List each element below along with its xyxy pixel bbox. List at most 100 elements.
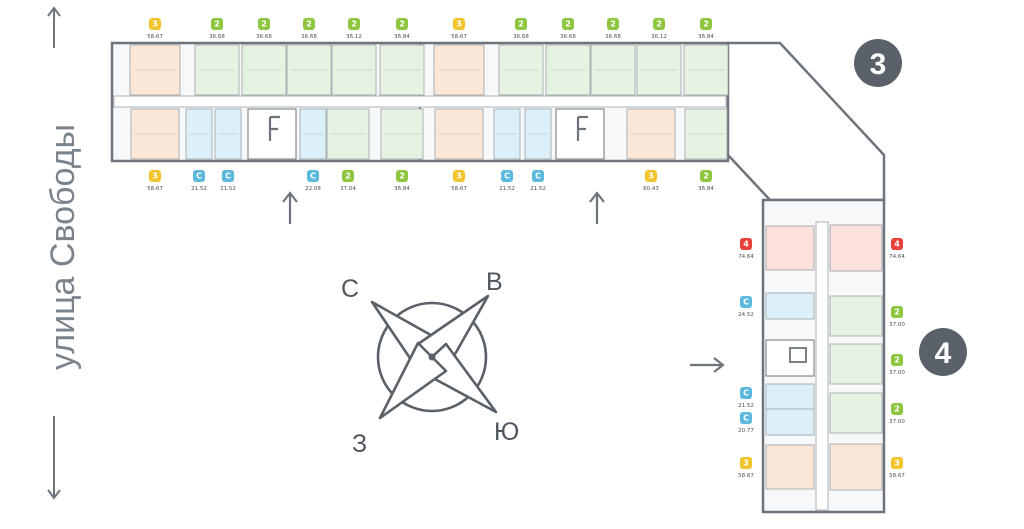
tower-left-apartment-1[interactable] <box>765 225 815 271</box>
tower-left-unit-5-type: 3 <box>743 459 749 468</box>
bottom-unit-6-marker <box>396 170 408 182</box>
tower-right-unit-4: 237.00 <box>889 403 905 425</box>
tower-left-apartment-4[interactable] <box>765 408 815 436</box>
bottom-unit-1-area: 58.67 <box>147 186 163 192</box>
building-3-badge: 3 <box>854 39 902 87</box>
bottom-row-badges: 358.67С21.52С21.52С22.08237.04236.84358.… <box>147 170 714 192</box>
bottom-unit-7-area: 58.67 <box>451 186 467 192</box>
tower-left-unit-2: С24.52 <box>738 296 754 318</box>
top-unit-9: 236.68 <box>560 18 576 40</box>
top-unit-7-type: 3 <box>456 20 462 29</box>
tower-left-unit-1-type: 4 <box>743 240 749 249</box>
top-unit-1-type: 3 <box>152 20 158 29</box>
bottom-unit-2-type: С <box>196 172 202 181</box>
top-unit-3: 236.68 <box>256 18 272 40</box>
tower-right-apartment-3[interactable] <box>829 343 883 385</box>
entrance-arrow-2 <box>589 191 605 224</box>
top-unit-1-marker <box>149 18 161 30</box>
top-unit-8-marker <box>515 18 527 30</box>
bottom-unit-2: С21.52 <box>191 170 207 192</box>
bottom-row-apartments <box>130 108 728 160</box>
street-arrow-up <box>47 6 61 48</box>
bottom-unit-11-area: 36.84 <box>698 186 714 192</box>
tower-left-unit-5: 358.67 <box>738 457 754 479</box>
top-unit-11-marker <box>653 18 665 30</box>
tower-left-unit-2-type: С <box>743 298 749 307</box>
top-row-badges: 358.67236.68236.68236.68236.12236.84358.… <box>147 18 714 40</box>
bottom-unit-11: 236.84 <box>698 170 714 192</box>
tower-left-unit-4-area: 20.77 <box>738 428 754 434</box>
top-unit-8-area: 36.68 <box>513 34 529 40</box>
bottom-unit-3-marker <box>222 170 234 182</box>
top-unit-12-type: 2 <box>703 20 709 29</box>
bottom-unit-10-marker <box>645 170 657 182</box>
tower-right-unit-1-marker <box>891 238 903 250</box>
tower-right-unit-3-type: 2 <box>894 356 900 365</box>
bottom-unit-5-area: 37.04 <box>340 186 356 192</box>
bottom-unit-8-area: 21.52 <box>499 186 515 192</box>
bottom-unit-9-marker <box>532 170 544 182</box>
tower-left-unit-5-area: 58.67 <box>738 473 754 479</box>
bottom-unit-3-type: С <box>225 172 231 181</box>
top-unit-10: 236.68 <box>605 18 621 40</box>
building-3-number: 3 <box>870 48 887 81</box>
top-unit-12-area: 36.84 <box>698 34 714 40</box>
bottom-unit-7-marker <box>453 170 465 182</box>
bottom-unit-9-type: С <box>535 172 541 181</box>
tower-right-unit-3-area: 37.00 <box>889 370 905 376</box>
tower-apartments <box>765 224 883 491</box>
tower-right-unit-4-area: 37.00 <box>889 419 905 425</box>
tower-right-unit-2-area: 37.00 <box>889 322 905 328</box>
top-unit-11: 236.12 <box>651 18 667 40</box>
tower-left-unit-1: 474.64 <box>738 238 754 260</box>
bottom-unit-9: С21.52 <box>530 170 546 192</box>
tower-left-unit-5-marker <box>740 457 752 469</box>
top-unit-11-area: 36.12 <box>651 34 667 40</box>
compass-north-label: С <box>341 275 359 303</box>
tower-left-unit-1-area: 74.64 <box>738 254 754 260</box>
tower-right-apartment-2[interactable] <box>829 295 883 337</box>
top-unit-6-marker <box>396 18 408 30</box>
bottom-unit-4-type: С <box>310 172 316 181</box>
bottom-unit-1-type: 3 <box>152 172 158 181</box>
street-name: улица Свободы <box>44 124 82 370</box>
stair-core-1 <box>247 108 297 160</box>
tower-left-apartment-3[interactable] <box>765 383 815 411</box>
top-row-apartments <box>129 44 729 96</box>
top-unit-5: 236.12 <box>346 18 362 40</box>
tower-left-apartment-5[interactable] <box>765 444 815 490</box>
top-unit-4-marker <box>303 18 315 30</box>
tower-left-unit-3-marker <box>740 387 752 399</box>
tower-left-unit-4-type: С <box>743 414 749 423</box>
tower-left-unit-1-marker <box>740 238 752 250</box>
tower-right-unit-3-marker <box>891 354 903 366</box>
top-unit-7: 358.67 <box>451 18 467 40</box>
top-unit-9-area: 36.68 <box>560 34 576 40</box>
bottom-unit-11-marker <box>700 170 712 182</box>
top-unit-4-area: 36.68 <box>301 34 317 40</box>
entrance-arrow-1 <box>282 191 298 224</box>
top-unit-2: 236.68 <box>209 18 225 40</box>
tower-right-unit-2-type: 2 <box>894 308 900 317</box>
bottom-unit-4: С22.08 <box>305 170 321 192</box>
top-unit-7-area: 58.67 <box>451 34 467 40</box>
tower-right-apartment-5[interactable] <box>829 443 883 491</box>
bottom-unit-8-type: С <box>504 172 510 181</box>
compass-rose: С В Ю З <box>341 268 519 458</box>
tower-left-apartment-2[interactable] <box>765 292 815 320</box>
tower-right-unit-5-marker <box>891 457 903 469</box>
top-unit-10-marker <box>607 18 619 30</box>
top-unit-10-area: 36.68 <box>605 34 621 40</box>
top-unit-6-area: 36.84 <box>394 34 410 40</box>
top-unit-12-marker <box>700 18 712 30</box>
bottom-unit-4-marker <box>307 170 319 182</box>
tower-right-apartment-1[interactable] <box>829 224 883 272</box>
top-unit-9-marker <box>562 18 574 30</box>
top-unit-6-type: 2 <box>399 20 405 29</box>
tower-right-apartment-4[interactable] <box>829 392 883 434</box>
top-unit-2-type: 2 <box>214 20 220 29</box>
top-unit-5-marker <box>348 18 360 30</box>
